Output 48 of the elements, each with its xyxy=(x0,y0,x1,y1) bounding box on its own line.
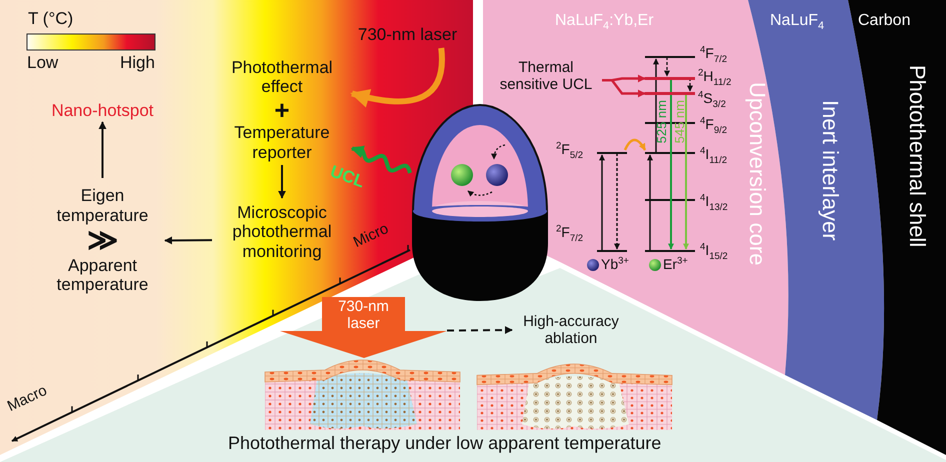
energy-level-label: $^{4}$F$_{9/2}$ xyxy=(700,116,728,132)
concept-text: Temperature reporter xyxy=(233,123,331,162)
highlight-text: Nano-hotspot xyxy=(40,100,165,122)
energy-level-label: $^{4}$I$_{13/2}$ xyxy=(700,193,728,210)
layer-formula: NaLuF$_{4}$:Yb,Er xyxy=(555,12,654,30)
layer-formula: NaLuF$_{4}$ xyxy=(770,12,824,30)
wavelength-label: 545 nm xyxy=(673,100,688,144)
layer-name: Upconversion core xyxy=(745,82,770,266)
energy-level-label: $^{2}$F$_{7/2}$ xyxy=(556,224,584,240)
arrow xyxy=(602,78,646,98)
arrow xyxy=(164,236,212,244)
curved-arrow xyxy=(350,48,445,108)
wavelength-label: 525 nm xyxy=(655,100,670,144)
energy-level-label: $^{4}$I$_{15/2}$ xyxy=(700,242,728,258)
layer-name: Photothermal shell xyxy=(905,65,930,248)
layer-formula: Carbon xyxy=(858,12,910,30)
energy-level-label: $^{2}$H$_{11/2}$ xyxy=(698,68,732,84)
energy-level-label: $^{4}$F$_{7/2}$ xyxy=(700,45,728,62)
wavy-arrow xyxy=(350,146,412,174)
much-greater-sign: ≫ xyxy=(87,226,118,256)
axis-label: Micro xyxy=(350,220,392,252)
scale-label: High xyxy=(120,53,155,73)
scale-label: Low xyxy=(27,53,58,73)
annotation-text: Thermal sensitive UCL xyxy=(490,55,602,97)
edge-label: UCL xyxy=(328,162,367,190)
outcome-text: High-accuracy ablation xyxy=(512,310,630,350)
tissue-drawing xyxy=(477,364,672,430)
arrow xyxy=(278,165,286,199)
axis-label: Macro xyxy=(4,382,50,416)
arrow-label: 730-nm laser xyxy=(337,298,390,332)
concept-text: Apparent temperature xyxy=(56,256,150,295)
energy-level-line xyxy=(645,77,695,80)
energy-level-line xyxy=(645,92,695,95)
ion-label: Er$^{3+}$ xyxy=(663,256,688,272)
concept-text: Eigen temperature xyxy=(56,186,150,226)
tissue-drawing xyxy=(265,360,460,430)
layer-name: Inert interlayer xyxy=(818,100,842,241)
ion-label: Yb$^{3+}$ xyxy=(601,256,629,272)
energy-level-label: $^{4}$S$_{3/2}$ xyxy=(698,90,726,106)
energy-level-label: $^{4}$I$_{11/2}$ xyxy=(700,146,728,162)
concept-text: Photothermal effect xyxy=(230,58,334,97)
laser-label: 730-nm laser xyxy=(340,22,475,48)
concept-text: Microscopic photothermal monitoring xyxy=(212,198,352,266)
arrow xyxy=(98,121,106,178)
caption-text: Photothermal therapy under low apparent temperature xyxy=(228,433,662,454)
plus-sign: + xyxy=(274,97,290,123)
arrow xyxy=(447,326,513,334)
scale-title: T (°C) xyxy=(28,9,74,29)
